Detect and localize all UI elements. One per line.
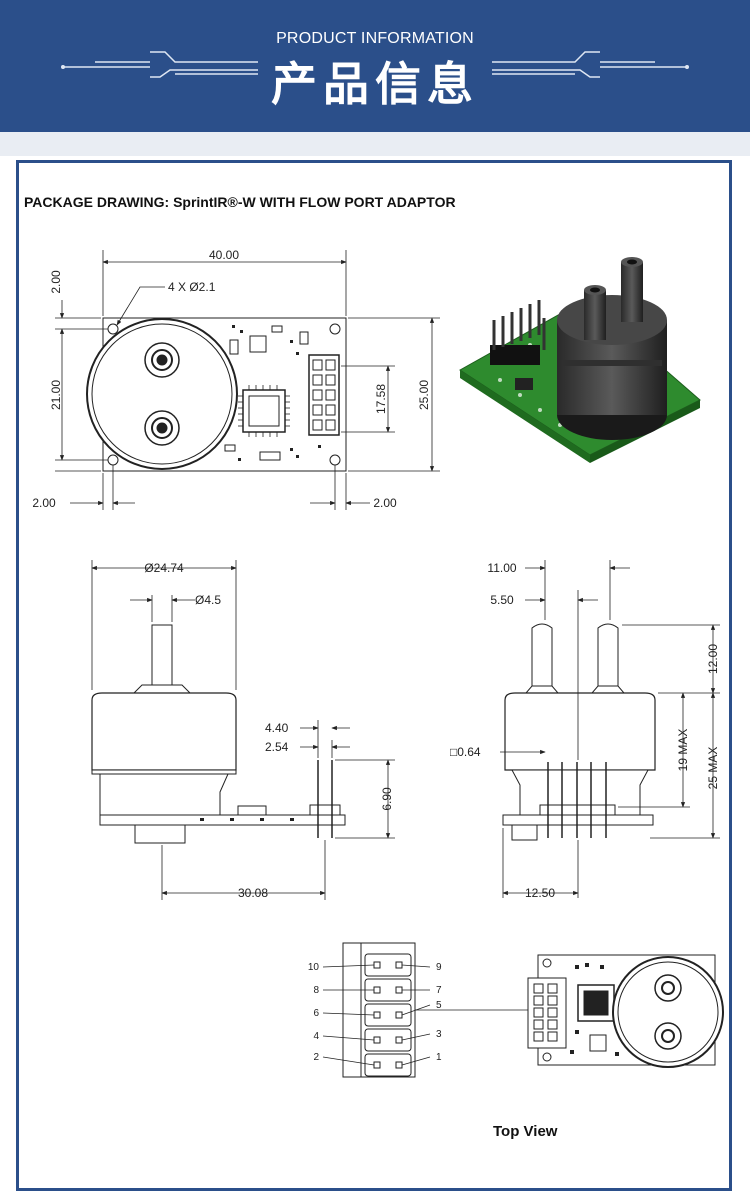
dim-body-height: 19 MAX	[676, 729, 690, 772]
dim-port-half: 5.50	[490, 593, 514, 607]
side-view	[91, 624, 346, 844]
pinout-diagram	[322, 942, 431, 1078]
drawing-title: PACKAGE DRAWING: SprintIR®-W WITH FLOW P…	[24, 194, 456, 210]
pin-label: 5	[436, 1000, 442, 1011]
dim-left-margin: 2.00	[32, 496, 56, 510]
dim-holes: 4 X Ø2.1	[168, 280, 216, 294]
pin-label: 6	[313, 1008, 319, 1019]
header-gap	[0, 132, 750, 156]
dim-width: 40.00	[209, 248, 239, 262]
dim-body-diameter: Ø24.74	[144, 561, 184, 575]
dim-pin-offset: 12.50	[525, 886, 555, 900]
dim-port-spacing: 11.00	[487, 561, 516, 575]
top-view-caption: Top View	[493, 1123, 558, 1140]
pin-label: 2	[313, 1052, 319, 1063]
header-title: 产品信息	[271, 57, 479, 111]
top-view	[86, 317, 347, 472]
dim-top-margin: 2.00	[49, 270, 63, 294]
dim-port-height: 12.00	[706, 644, 720, 674]
dim-height: 25.00	[417, 380, 431, 410]
pin-label: 3	[436, 1029, 442, 1040]
header-banner: PRODUCT INFORMATION 产品信息	[0, 0, 750, 132]
dim-header-span: 17.58	[374, 384, 388, 414]
front-view	[502, 623, 656, 841]
dim-pin-pitch: 2.54	[265, 740, 289, 754]
dim-total-height: 25 MAX	[706, 747, 720, 790]
header-subtitle: PRODUCT INFORMATION	[276, 30, 474, 47]
header-ornament	[61, 51, 689, 78]
dim-pin-size: □0.64	[450, 745, 481, 759]
dim-pin-length: 6.90	[380, 787, 394, 811]
pin-label: 10	[308, 962, 320, 973]
pin-label: 4	[313, 1031, 319, 1042]
module-render	[459, 257, 701, 463]
dim-right-margin: 2.00	[373, 496, 397, 510]
pin-label: 8	[313, 985, 319, 996]
pin-label: 7	[436, 985, 442, 996]
pin-label: 9	[436, 962, 442, 973]
dim-hole-spacing: 21.00	[49, 380, 63, 410]
dim-port-offset: 30.08	[238, 886, 268, 900]
mini-top-view	[415, 954, 724, 1068]
pin-label: 1	[436, 1052, 442, 1063]
dim-pin-pitch-x: 4.40	[265, 721, 289, 735]
dim-port-diameter: Ø4.5	[195, 593, 221, 607]
